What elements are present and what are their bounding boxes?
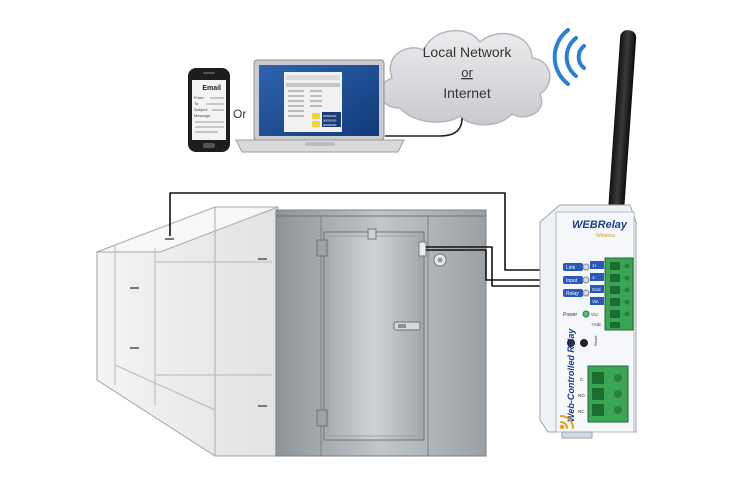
door-sensor (418, 241, 427, 257)
cloud-line-3: Internet (443, 85, 491, 101)
phone-field: To: (194, 101, 199, 106)
door-hinge (316, 409, 328, 427)
sensor-wire-black (169, 192, 600, 271)
phone-field: Subject: (194, 107, 208, 112)
network-cloud: Local Network or Internet (379, 29, 551, 126)
terminal-label: Vin (592, 299, 599, 304)
relay-vertical-label: Web-Controlled Relay (566, 328, 576, 422)
antenna (605, 30, 637, 252)
indicator-label: Relay (566, 291, 579, 297)
reset-button[interactable] (580, 339, 588, 347)
terminal-label: 1- (592, 275, 597, 280)
cloud-line-1: Local Network (423, 44, 513, 60)
relay-brand-sub: Wireless (596, 233, 616, 239)
phone-screen-title: Email (202, 85, 221, 92)
web-relay-device: WEBRelay Wireless Link Input Relay Power… (539, 30, 637, 439)
terminal-label: C (580, 377, 584, 382)
smartphone: Email From: To: Subject: Message: (188, 68, 230, 152)
laptop-value: 00000000 (323, 123, 337, 127)
terminal-label: 1+ (592, 263, 598, 268)
reset-label: Reset (593, 335, 598, 346)
bottom-terminal-block (587, 365, 629, 423)
phone-field: From: (194, 95, 204, 100)
reset-button[interactable] (567, 339, 575, 347)
terminal-label: NO (578, 393, 585, 398)
terminal-label: Gnd (592, 287, 601, 292)
phone-field: Message: (194, 113, 211, 118)
terminal-label: Vcc (591, 312, 599, 317)
door-handle (393, 321, 421, 331)
laptop: 00000000 00000000 00000000 (235, 59, 405, 153)
laptop-value: 00000000 (323, 114, 337, 118)
cloud-shape (379, 29, 551, 126)
cooler-door (323, 231, 425, 441)
power-label: Power (563, 312, 578, 318)
or-label: Or (233, 107, 246, 121)
relay-wifi-logo-icon (559, 415, 574, 430)
network-cable (385, 117, 463, 137)
terminal-label: NC (578, 409, 585, 414)
indicator-label: Link (566, 265, 576, 271)
top-terminal-block (604, 257, 634, 331)
wifi-signal-icon (552, 28, 586, 86)
door-hinge (316, 239, 328, 257)
cloud-line-2: or (461, 65, 473, 80)
relay-brand: WEBRelay (572, 219, 628, 231)
laptop-value: 00000000 (323, 119, 337, 123)
terminal-label: +Vdc (591, 322, 602, 327)
walk-in-cooler (96, 206, 487, 457)
indicator-label: Input (566, 278, 578, 284)
